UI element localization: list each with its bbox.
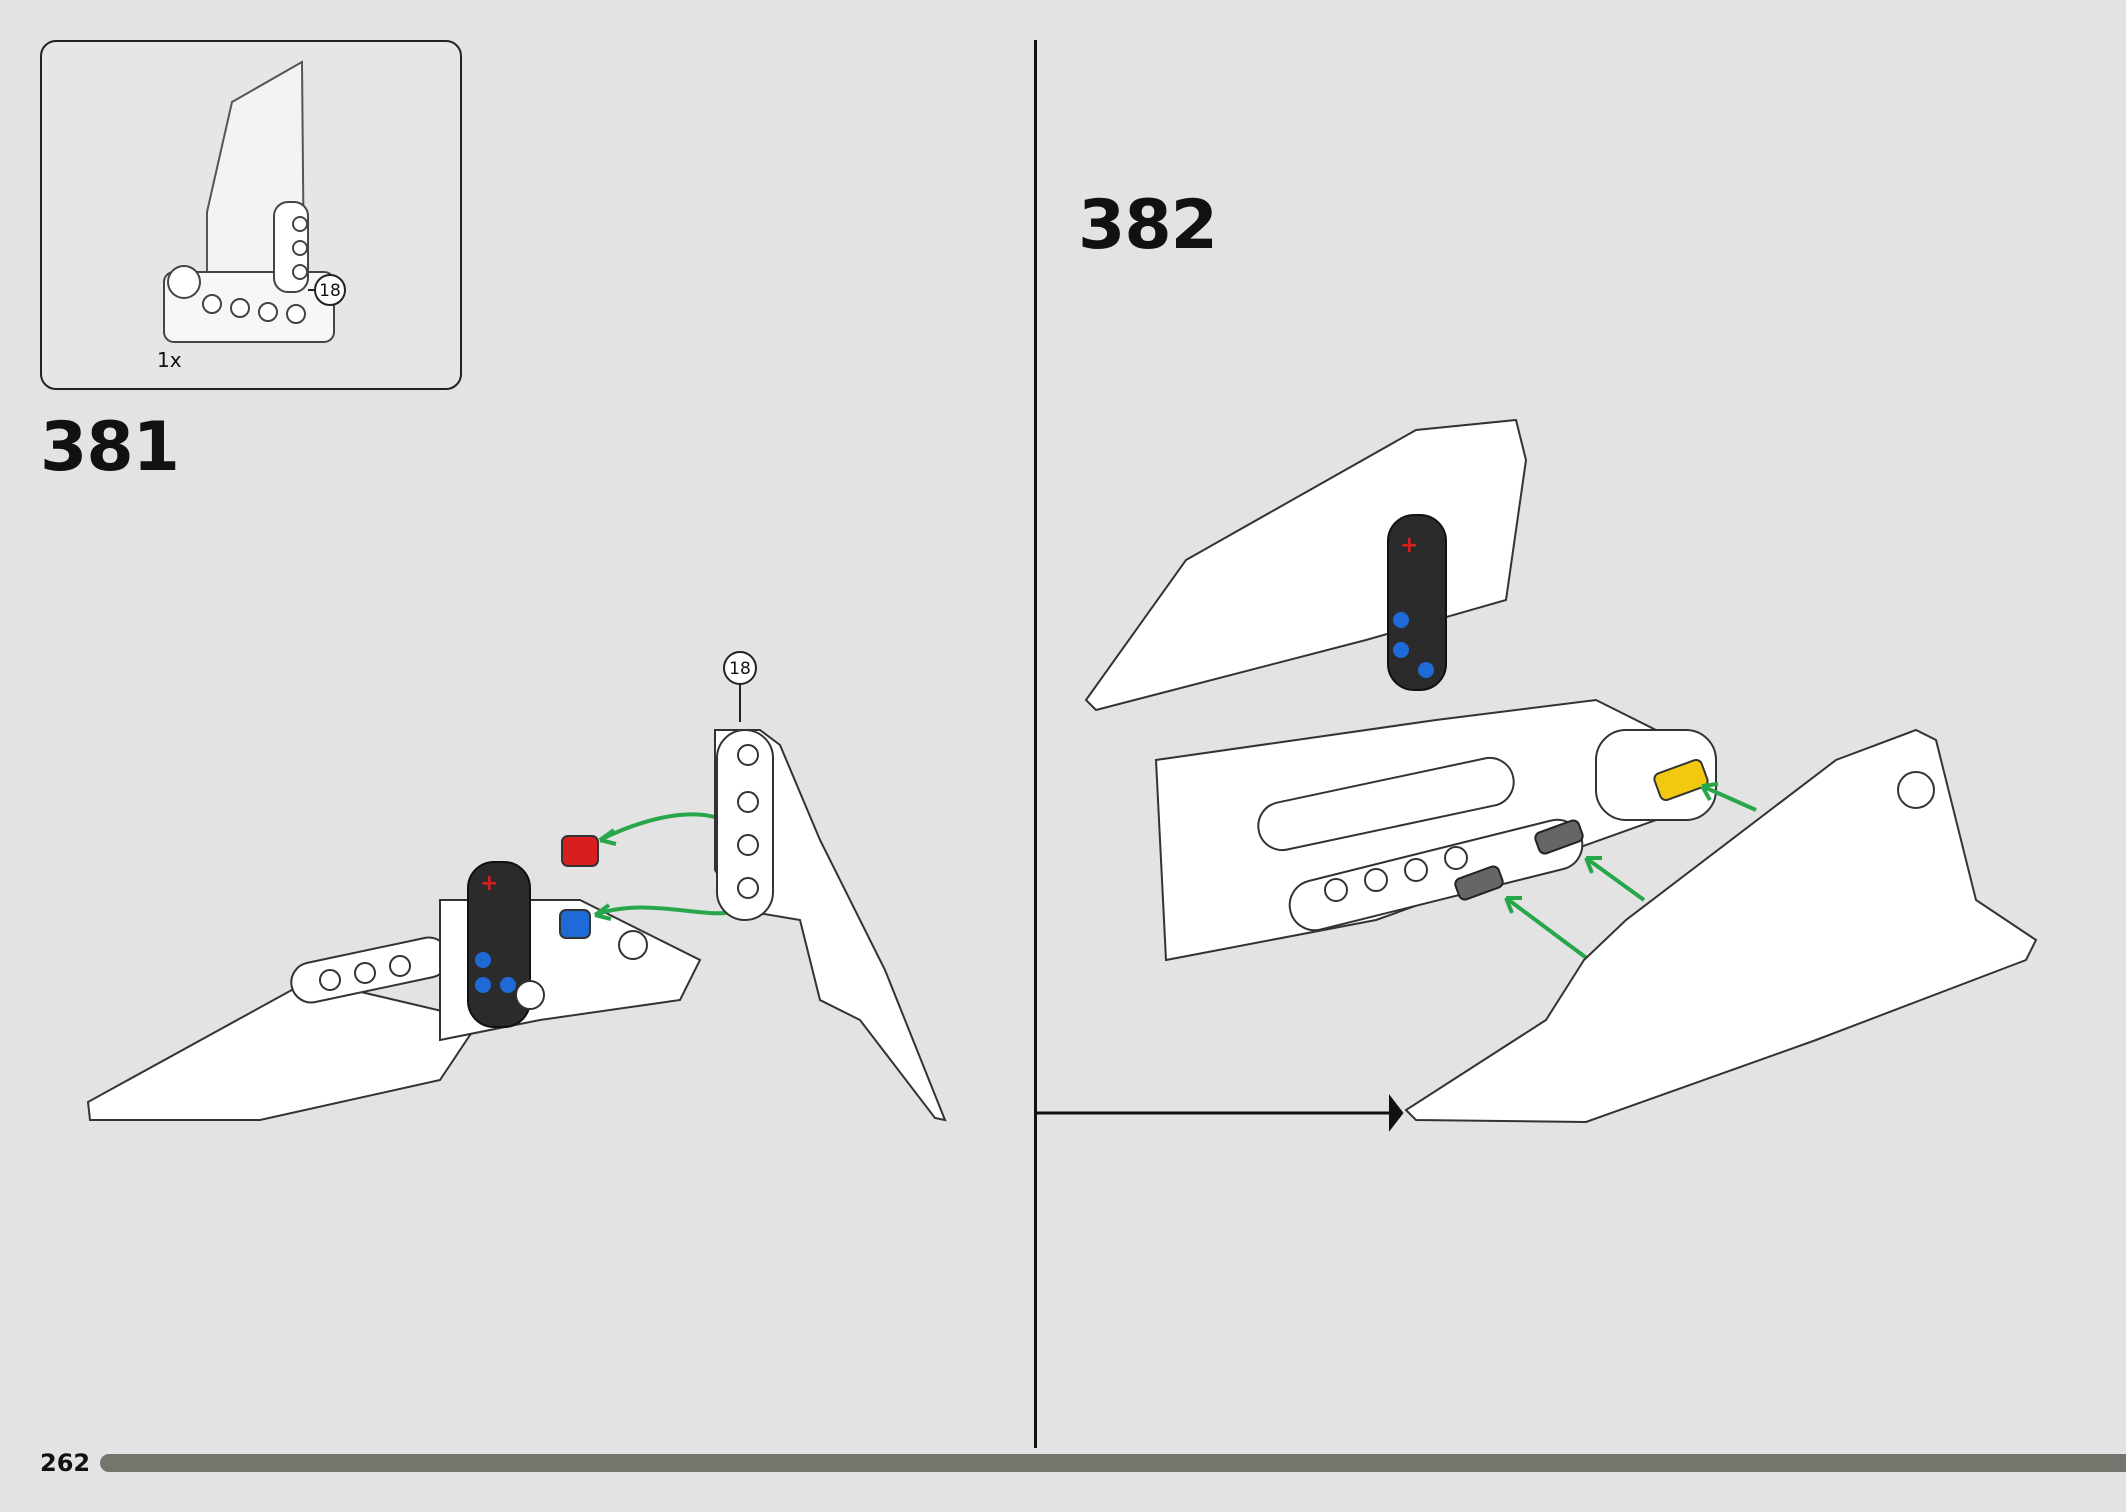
green-arrow (1701, 784, 1757, 812)
progress-bar (100, 1454, 2126, 1472)
svg-text:+: + (1400, 533, 1418, 558)
callout-circle (723, 651, 757, 685)
green-arrow (1584, 856, 1646, 902)
callout-circle (314, 274, 346, 306)
blue-pin (559, 909, 591, 939)
parts-callout-number: 18 (319, 281, 341, 301)
step-number-381: 381 (40, 408, 180, 487)
wing-panel-part-illustration: 18 (163, 60, 346, 343)
step-381-illustration: + 18 (86, 651, 947, 1122)
parts-callout-box: 18 (40, 40, 462, 390)
part-quantity: 1x (157, 348, 182, 372)
step-number-382: 382 (1078, 186, 1218, 265)
step-divider (1034, 40, 1037, 1448)
svg-text:+: + (480, 871, 498, 896)
red-pin (561, 835, 599, 867)
page-number: 262 (40, 1449, 91, 1477)
step-381-callout-number: 18 (729, 659, 751, 679)
step-382-illustration: + (1036, 418, 2038, 1132)
yellow-axle (1653, 758, 1709, 802)
